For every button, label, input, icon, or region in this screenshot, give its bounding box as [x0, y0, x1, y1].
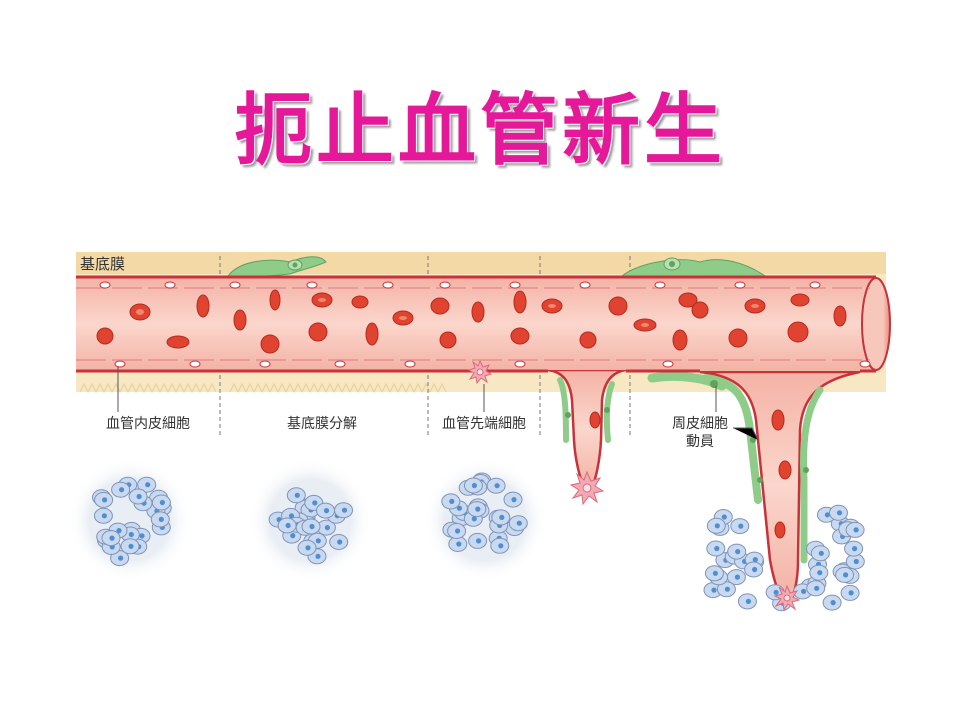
- tumor-cell-nucleus: [734, 574, 741, 580]
- endothelial-nuclei: [99, 281, 871, 368]
- tumor-cell-nucleus: [818, 550, 824, 556]
- tumor-cell-nucleus: [285, 522, 291, 529]
- tumor-cell-nucleus: [337, 539, 343, 545]
- tumor-cell-nucleus: [309, 523, 315, 530]
- tumor-cell-nucleus: [118, 555, 124, 561]
- tumor-cell-nucleus: [516, 520, 522, 526]
- tumor-cell-nucleus: [721, 514, 727, 520]
- tip-cell-icon: [773, 584, 801, 612]
- tumor-cell-nucleus: [476, 538, 482, 544]
- tumor-cell-nucleus: [109, 535, 115, 541]
- tumor-cell-nucleus: [711, 587, 717, 593]
- tumor-cell-nucleus: [341, 507, 348, 513]
- tumor-cell-nucleus: [471, 482, 477, 489]
- tumor-cell-nucleus: [843, 572, 849, 578]
- label-pericyte: 周皮細胞: [672, 416, 728, 432]
- tumor-cell-nucleus: [290, 533, 296, 539]
- tumor-cell-nucleus: [801, 588, 807, 595]
- tumor-cell-nucleus: [714, 523, 720, 529]
- tumor-cell-nucleus: [836, 510, 843, 516]
- tumor-cell-nucleus: [315, 553, 321, 559]
- tumor-cell-nucleus: [494, 483, 500, 489]
- tumor-cell-nucleus: [498, 543, 504, 549]
- tumor-cell-nucleus: [511, 497, 517, 503]
- blood-vessel: [76, 275, 891, 373]
- rbc-highlights: [136, 298, 759, 327]
- tip-cell-icon: [569, 470, 605, 506]
- tumor-cell-nucleus: [159, 499, 165, 506]
- tumor-cell-nucleus: [712, 570, 719, 576]
- tumor-cell-cluster-icon: [423, 458, 547, 582]
- label-basement-membrane: 基底膜: [80, 255, 125, 273]
- tumor-cell-nucleus: [499, 514, 505, 521]
- label-endothelial-cell: 血管内皮細胞: [106, 416, 190, 432]
- tumor-cell-nucleus: [724, 586, 731, 592]
- red-blood-cells: [96, 289, 847, 539]
- tumor-cell-nucleus: [315, 538, 321, 544]
- tumor-cell-clusters: [68, 458, 865, 612]
- tumor-cell-nucleus: [817, 570, 823, 576]
- tumor-cell-nucleus: [824, 512, 831, 518]
- tumor-cell-cluster-icon: [248, 458, 372, 582]
- leader-lines: [117, 366, 759, 441]
- tumor-cell-nucleus: [455, 528, 461, 534]
- tumor-cell-nucleus: [158, 516, 164, 523]
- tumor-cell-nucleus: [145, 482, 151, 488]
- tumor-cell-nucleus: [456, 541, 462, 547]
- tumor-cell-nucleus: [738, 523, 744, 529]
- tumor-cell-nucleus: [119, 487, 125, 493]
- tumor-cell-cluster-icon: [703, 504, 865, 612]
- tumor-cell-nucleus: [735, 549, 741, 555]
- tumor-cell-nucleus: [853, 527, 859, 533]
- tumor-cell-nucleus: [714, 545, 720, 552]
- tumor-cell-nucleus: [128, 543, 134, 549]
- tumor-cell-nucleus: [294, 492, 300, 498]
- tumor-cell-nucleus: [752, 557, 758, 563]
- tumor-cell-nucleus: [449, 498, 455, 504]
- tumor-cell-nucleus: [752, 566, 758, 573]
- label-tip-cell: 血管先端細胞: [442, 416, 526, 432]
- tumor-cell-nucleus: [814, 585, 820, 591]
- membrane-fringe: [79, 382, 447, 394]
- tumor-cell-nucleus: [853, 558, 859, 565]
- tumor-cell-nucleus: [102, 497, 108, 503]
- pericyte-icon: [620, 257, 767, 278]
- tumor-cell-nucleus: [305, 545, 311, 551]
- tumor-cell-nucleus: [456, 505, 462, 511]
- tumor-cell-nucleus: [139, 533, 145, 539]
- label-membrane-breakdown: 基底膜分解: [287, 415, 357, 432]
- tumor-cell-nucleus: [830, 600, 836, 606]
- tumor-cell-nucleus: [471, 516, 477, 522]
- tumor-cell-cluster-icon: [68, 458, 192, 582]
- tumor-cell-nucleus: [288, 513, 295, 519]
- tumor-cell-nucleus: [312, 500, 318, 506]
- tumor-cell-nucleus: [323, 508, 330, 514]
- tumor-cell-nucleus: [852, 546, 858, 552]
- slide-title: 扼止血管新生: [233, 86, 726, 176]
- tumor-cell-nucleus: [848, 590, 854, 596]
- tumor-cell-nucleus: [745, 598, 752, 605]
- tumor-cell-nucleus: [128, 531, 134, 538]
- label-pericyte-recruitment: 動員: [686, 434, 714, 450]
- tumor-cell-nucleus: [116, 528, 122, 534]
- tumor-cell-nucleus: [475, 506, 481, 512]
- tip-cell-icon: [467, 359, 493, 385]
- tumor-cell-nucleus: [101, 513, 107, 519]
- tumor-cell-nucleus: [773, 589, 779, 595]
- tumor-cell-nucleus: [136, 493, 142, 500]
- tumor-cell-nucleus: [324, 525, 330, 531]
